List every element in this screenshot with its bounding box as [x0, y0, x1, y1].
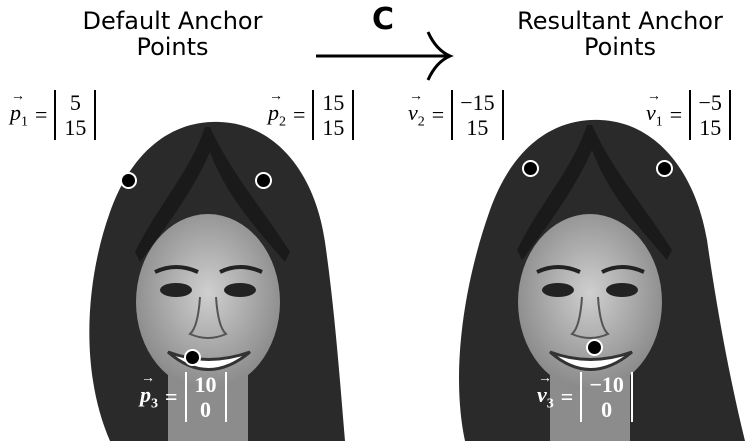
matrix-cell: −15 — [460, 90, 495, 115]
resultant-anchor-title: Resultant Anchor Points — [517, 7, 723, 61]
face-image-default — [89, 121, 345, 441]
matrix-p3: 10 0 — [184, 372, 227, 422]
matrix-cell: −5 — [698, 90, 722, 115]
vector-name-v3: →v3 — [537, 370, 554, 412]
matrix-cell: −10 — [589, 372, 624, 397]
equals-sign: = — [293, 102, 306, 127]
default-anchor-title: Default Anchor Points — [82, 7, 263, 61]
matrix-cell: 5 — [69, 90, 81, 115]
equation-v1-clip: →v1 = −5 15 — [640, 78, 756, 148]
anchor-point-v2 — [522, 160, 539, 177]
equals-sign: = — [165, 384, 178, 409]
right-arrow-icon — [316, 31, 454, 81]
equation-v2: →v2 = −15 15 — [408, 88, 504, 140]
matrix-cell: 0 — [601, 397, 613, 422]
matrix-cell: 15 — [699, 115, 722, 140]
equals-sign: = — [669, 102, 683, 127]
anchor-point-p2 — [255, 172, 272, 189]
equation-v3: →v3 = −10 0 — [537, 370, 633, 422]
vector-name-p2: →p2 — [268, 88, 286, 130]
vector-name-v2: →v2 — [408, 88, 425, 130]
matrix-p1: 5 15 — [54, 90, 97, 140]
equals-sign: = — [431, 102, 445, 127]
equation-p3: →p3 = 10 0 — [140, 370, 227, 422]
vector-name-p1: →p1 — [10, 88, 28, 130]
anchor-point-v1 — [656, 160, 673, 177]
equation-p2: →p2 = 15 15 — [268, 88, 355, 140]
anchor-point-p1 — [120, 172, 137, 189]
anchor-point-p3 — [184, 349, 201, 366]
matrix-p2: 15 15 — [312, 90, 355, 140]
matrix-cell: 10 — [194, 372, 217, 397]
equals-sign: = — [560, 384, 574, 409]
matrix-v2: −15 15 — [451, 90, 504, 140]
matrix-v1: −5 15 — [689, 90, 732, 140]
matrix-v3: −10 0 — [580, 372, 633, 422]
anchor-point-v3 — [586, 339, 603, 356]
equation-v1: →v1 = −5 15 — [646, 88, 732, 140]
face-image-resultant — [459, 119, 745, 441]
matrix-cell: 15 — [64, 115, 87, 140]
matrix-cell: 15 — [466, 115, 489, 140]
vector-name-p3: →p3 — [140, 370, 158, 412]
matrix-cell: 15 — [322, 90, 345, 115]
transform-label: C — [372, 2, 395, 37]
matrix-cell: 15 — [322, 115, 345, 140]
equation-p1: →p1 = 5 15 — [10, 88, 97, 140]
matrix-cell: 0 — [200, 397, 212, 422]
equals-sign: = — [35, 102, 48, 127]
vector-name-v1: →v1 — [646, 88, 663, 130]
